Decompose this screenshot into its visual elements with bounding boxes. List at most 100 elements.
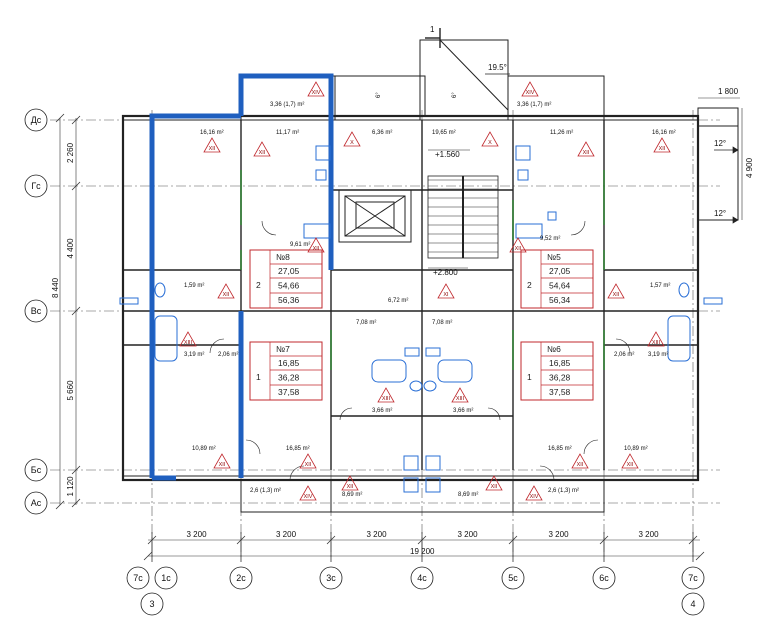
- room-type-marker: XIV: [521, 81, 539, 97]
- svg-text:Бс: Бс: [31, 465, 42, 475]
- svg-text:5с: 5с: [508, 573, 518, 583]
- room-type-marker: XII: [299, 453, 317, 469]
- room-type-marker: XIII: [647, 331, 665, 347]
- room-type-code: XIV: [304, 494, 313, 500]
- apartment-number: №7: [276, 344, 290, 354]
- room-type-code: XII: [491, 484, 498, 490]
- elevator: [338, 189, 412, 243]
- axis-bubble: 7с: [126, 566, 150, 590]
- level-lower: +2.800: [433, 268, 458, 277]
- dim-right-top: 1 800: [718, 87, 739, 96]
- room-type-marker: XII: [203, 137, 221, 153]
- room-type-marker: XII: [653, 137, 671, 153]
- room-area-label: 10,89 m²: [624, 446, 648, 452]
- room-area-label: 1,59 m²: [184, 283, 204, 289]
- highlighted-walls: [149, 73, 334, 481]
- room-area-label: 6,36 m²: [372, 130, 392, 136]
- room-type-code: XIII: [184, 340, 193, 346]
- apartment-rooms: 2: [256, 280, 261, 290]
- room-type-code: XII: [259, 150, 266, 156]
- apartment-area-value: 16,85: [549, 358, 571, 368]
- room-area-label: 11,17 m²: [276, 130, 299, 136]
- room-area-label: 8,69 m²: [458, 492, 478, 498]
- room-area-label: 8,69 m²: [342, 492, 362, 498]
- svg-text:2с: 2с: [236, 573, 246, 583]
- apartment-area-value: 56,34: [549, 295, 571, 305]
- room-type-code: XI: [443, 292, 449, 298]
- room-type-code: XIII: [382, 396, 391, 402]
- room-type-code: XIII: [456, 396, 465, 402]
- svg-text:6с: 6с: [599, 573, 609, 583]
- doors: [209, 220, 631, 481]
- axis-bubble: 2с: [229, 566, 253, 590]
- room-area-label: 6,72 m²: [388, 298, 408, 304]
- room-area-label: 16,16 m²: [200, 130, 224, 136]
- room-type-code: XII: [515, 246, 522, 252]
- stair-steps: [428, 179, 498, 253]
- apartment-number: №6: [547, 344, 561, 354]
- room-area-label: 3,66 m²: [453, 408, 473, 414]
- dim-bottom-segment: 3 200: [276, 530, 297, 539]
- svg-text:3с: 3с: [326, 573, 336, 583]
- svg-text:4: 4: [690, 599, 695, 609]
- axis-bubble: 3с: [319, 566, 343, 590]
- room-area-label: 2,6 (1,3) m²: [250, 488, 281, 494]
- apartment-area-value: 36,28: [278, 373, 300, 383]
- room-type-marker: XIV: [307, 81, 325, 97]
- dim-left-segment: 5 660: [66, 380, 75, 401]
- axis-bubble: 5с: [501, 566, 525, 590]
- room-type-marker: XII: [217, 283, 235, 299]
- axis-bubble: Ас: [24, 491, 48, 515]
- room-type-code: XIV: [526, 90, 535, 96]
- apartment-area-value: 54,66: [278, 281, 300, 291]
- section-mark: [425, 28, 441, 48]
- dim-bottom-segment: 3 200: [639, 530, 660, 539]
- dim-right-side: 4 900: [745, 157, 754, 178]
- axis-bubble: Дс: [24, 108, 48, 132]
- axis-bubble: 4: [681, 592, 705, 616]
- axis-bubble: Гс: [24, 174, 48, 198]
- room-area-label: 16,16 m²: [652, 130, 676, 136]
- room-type-code: X: [488, 140, 492, 146]
- apartment-number: №5: [547, 252, 561, 262]
- room-type-code: XII: [305, 462, 312, 468]
- level-upper: +1.560: [435, 150, 460, 159]
- svg-text:1с: 1с: [161, 573, 171, 583]
- room-type-code: XIII: [652, 340, 661, 346]
- room-type-code: XII: [613, 292, 620, 298]
- room-type-code: XIV: [312, 90, 321, 96]
- room-type-code: XII: [577, 462, 584, 468]
- axis-bubble: Вс: [24, 299, 48, 323]
- apartment-number: №8: [276, 252, 290, 262]
- balconies: [240, 39, 739, 513]
- svg-text:Дс: Дс: [31, 115, 42, 125]
- room-type-code: XII: [223, 292, 230, 298]
- room-area-label: 9,61 m²: [290, 242, 310, 248]
- room-area-label: 9,52 m²: [540, 236, 560, 242]
- slope-stair: 19.5°: [488, 63, 507, 72]
- room-type-marker: XIII: [179, 331, 197, 347]
- section-mark-label: 1: [430, 25, 435, 34]
- axis-bubble: Бс: [24, 458, 48, 482]
- apartment-area-value: 27,05: [278, 266, 300, 276]
- fixtures: [119, 145, 723, 493]
- svg-text:Ас: Ас: [31, 498, 42, 508]
- room-type-marker: XII: [621, 453, 639, 469]
- slope-small-b: 6°: [452, 92, 458, 98]
- room-area-label: 16,85 m²: [286, 446, 310, 452]
- apartment-rooms: 2: [527, 280, 532, 290]
- dim-left-total: 8 440: [51, 277, 60, 298]
- room-area-label: 10,89 m²: [192, 446, 216, 452]
- dimension-lines: [59, 97, 743, 557]
- svg-text:4с: 4с: [417, 573, 427, 583]
- room-type-code: X: [350, 140, 354, 146]
- room-area-label: 11,26 m²: [550, 130, 573, 136]
- room-type-marker: X: [481, 131, 499, 147]
- room-type-code: XIV: [530, 494, 539, 500]
- room-type-marker: XIV: [525, 485, 543, 501]
- apartment-area-value: 37,58: [549, 387, 571, 397]
- room-type-marker: XII: [307, 237, 325, 253]
- apartment-area-value: 56,36: [278, 295, 300, 305]
